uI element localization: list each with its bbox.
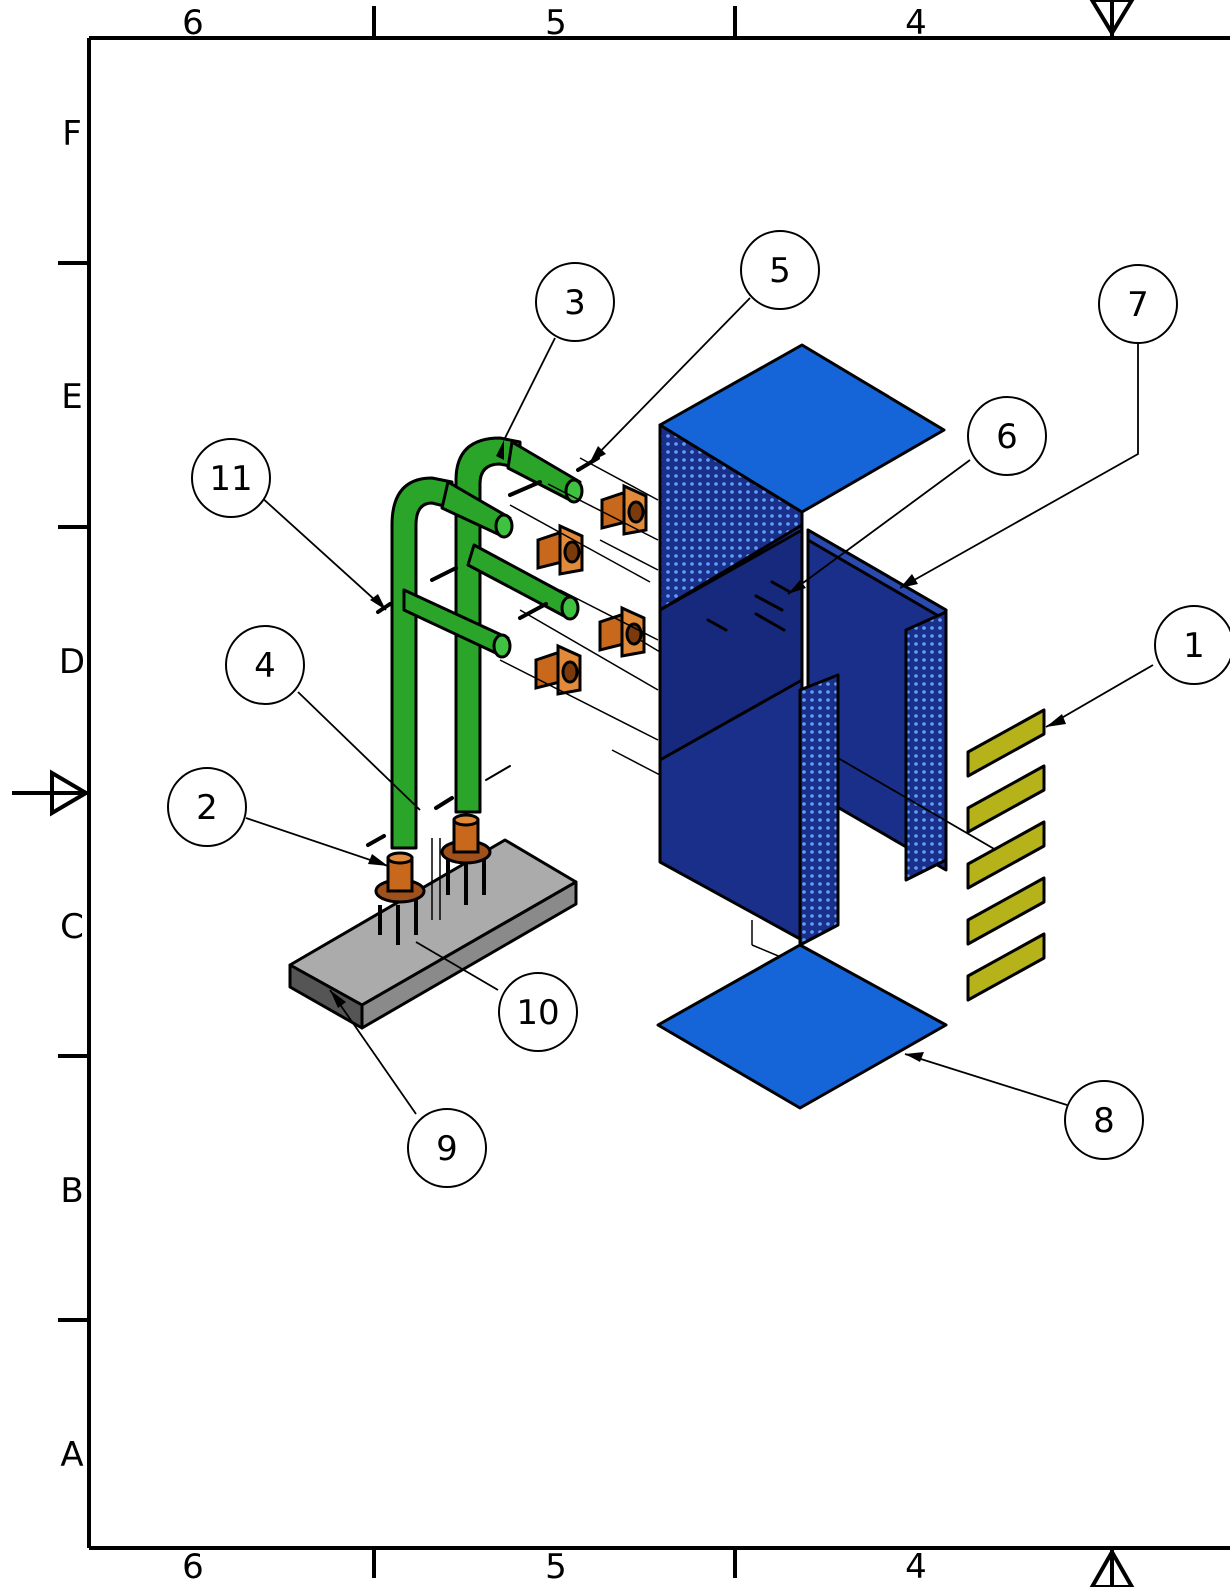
balloon-8: 8 [1064, 1080, 1144, 1160]
balloon-label: 1 [1183, 626, 1205, 666]
balloon-label: 4 [254, 646, 276, 686]
column-label-top: 6 [182, 3, 204, 43]
pipe-fasteners [366, 456, 600, 847]
column-label-top: 5 [545, 3, 567, 43]
centering-mark-left [12, 769, 90, 817]
balloon-1: 1 [1154, 605, 1230, 685]
arm-flanges [534, 483, 648, 696]
balloon-6: 6 [967, 396, 1047, 476]
column-label-bottom: 5 [545, 1547, 567, 1587]
bottom-plate [656, 943, 948, 1110]
balloon-label: 10 [516, 993, 559, 1033]
balloon-label: 3 [564, 283, 586, 323]
column-label-top: 4 [905, 3, 927, 43]
balloon-label: 7 [1127, 285, 1149, 325]
yellow-plates [966, 708, 1046, 1002]
enclosure-screws [706, 580, 792, 632]
centering-mark-bottom [1088, 1547, 1136, 1589]
balloon-label: 9 [436, 1129, 458, 1169]
row-label: F [62, 114, 82, 154]
flange-bushing-left [374, 851, 426, 904]
balloon-label: 5 [769, 251, 791, 291]
column-label-bottom: 4 [905, 1547, 927, 1587]
balloon-label: 11 [209, 459, 252, 499]
balloon-10: 10 [498, 972, 578, 1052]
balloon-4: 4 [225, 625, 305, 705]
leader-lines [245, 297, 1154, 1115]
enclosure [658, 343, 948, 947]
explode-lines [499, 457, 801, 1025]
column-label-bottom: 6 [182, 1547, 204, 1587]
balloon-11: 11 [191, 438, 271, 518]
balloon-label: 8 [1093, 1101, 1115, 1141]
row-label: C [60, 907, 84, 947]
centering-mark-top [1089, 0, 1135, 38]
row-label: E [61, 377, 82, 417]
balloon-2: 2 [167, 767, 247, 847]
balloon-7: 7 [1098, 264, 1178, 344]
leader-arrowheads [330, 440, 1066, 1062]
concrete-base [288, 838, 578, 1030]
balloon-5: 5 [740, 230, 820, 310]
row-label: D [59, 642, 85, 682]
balloon-label: 6 [996, 417, 1018, 457]
row-label: A [60, 1435, 83, 1475]
pipe-frame [390, 436, 584, 850]
balloon-label: 2 [196, 788, 218, 828]
balloon-3: 3 [535, 262, 615, 342]
balloon-9: 9 [407, 1108, 487, 1188]
flange-bushing-right [440, 813, 492, 865]
row-label: B [60, 1171, 83, 1211]
